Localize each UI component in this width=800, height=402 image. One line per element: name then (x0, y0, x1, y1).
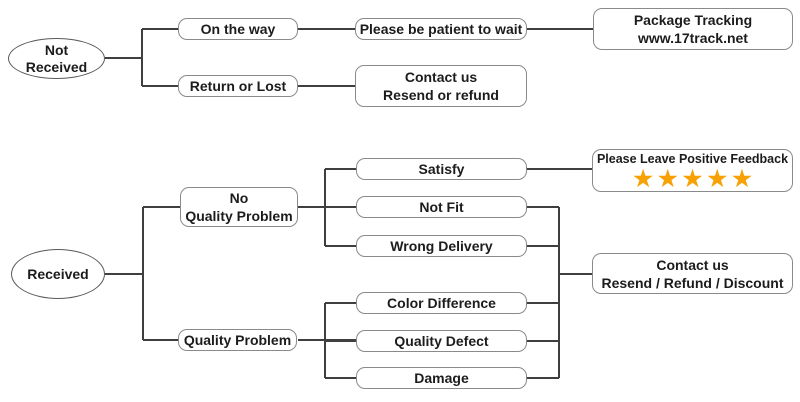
node-label: Please be patient to wait (359, 21, 523, 37)
node-label: No (229, 190, 249, 206)
node-package-tracking: Package Tracking www.17track.net (593, 8, 793, 50)
node-label: Quality Defect (394, 333, 489, 349)
node-label: Satisfy (418, 161, 465, 177)
node-wrong-delivery: Wrong Delivery (356, 235, 527, 257)
node-label: Damage (414, 370, 469, 386)
node-satisfy: Satisfy (356, 158, 527, 180)
node-label: Resend or refund (383, 87, 499, 103)
node-label: Received (27, 265, 89, 282)
node-contact-resend-refund-discount: Contact us Resend / Refund / Discount (592, 253, 793, 294)
node-contact-resend-refund: Contact us Resend or refund (355, 65, 527, 107)
node-label: On the way (200, 21, 276, 37)
node-quality-problem: Quality Problem (178, 329, 297, 351)
node-label: Contact us (656, 256, 729, 273)
node-no-quality-problem: No Quality Problem (180, 187, 298, 227)
node-not-fit: Not Fit (356, 196, 527, 218)
node-label: Received (25, 58, 88, 75)
node-color-difference: Color Difference (356, 292, 527, 314)
node-label: Resend / Refund / Discount (601, 274, 784, 291)
node-be-patient: Please be patient to wait (355, 18, 527, 40)
node-label: Please Leave Positive Feedback (596, 151, 789, 166)
five-star-rating-icon: ★★★★★ (633, 165, 757, 191)
node-label: Wrong Delivery (390, 238, 493, 254)
node-label: Package Tracking (633, 12, 753, 28)
node-received: Received (11, 249, 105, 299)
tracking-url: www.17track.net (638, 30, 748, 46)
node-label: Color Difference (387, 295, 496, 311)
node-label: Contact us (404, 69, 478, 85)
node-positive-feedback: Please Leave Positive Feedback ★★★★★ (592, 149, 793, 192)
node-damage: Damage (356, 367, 527, 389)
node-label: Quality Problem (183, 332, 292, 348)
node-not-received: Not Received (8, 38, 105, 79)
node-return-or-lost: Return or Lost (178, 75, 298, 97)
node-label: Quality Problem (185, 208, 293, 224)
node-label: Not Fit (419, 199, 464, 215)
node-quality-defect: Quality Defect (356, 330, 527, 352)
node-label: Not (44, 41, 69, 58)
node-label: Return or Lost (189, 78, 287, 94)
node-on-the-way: On the way (178, 18, 298, 40)
